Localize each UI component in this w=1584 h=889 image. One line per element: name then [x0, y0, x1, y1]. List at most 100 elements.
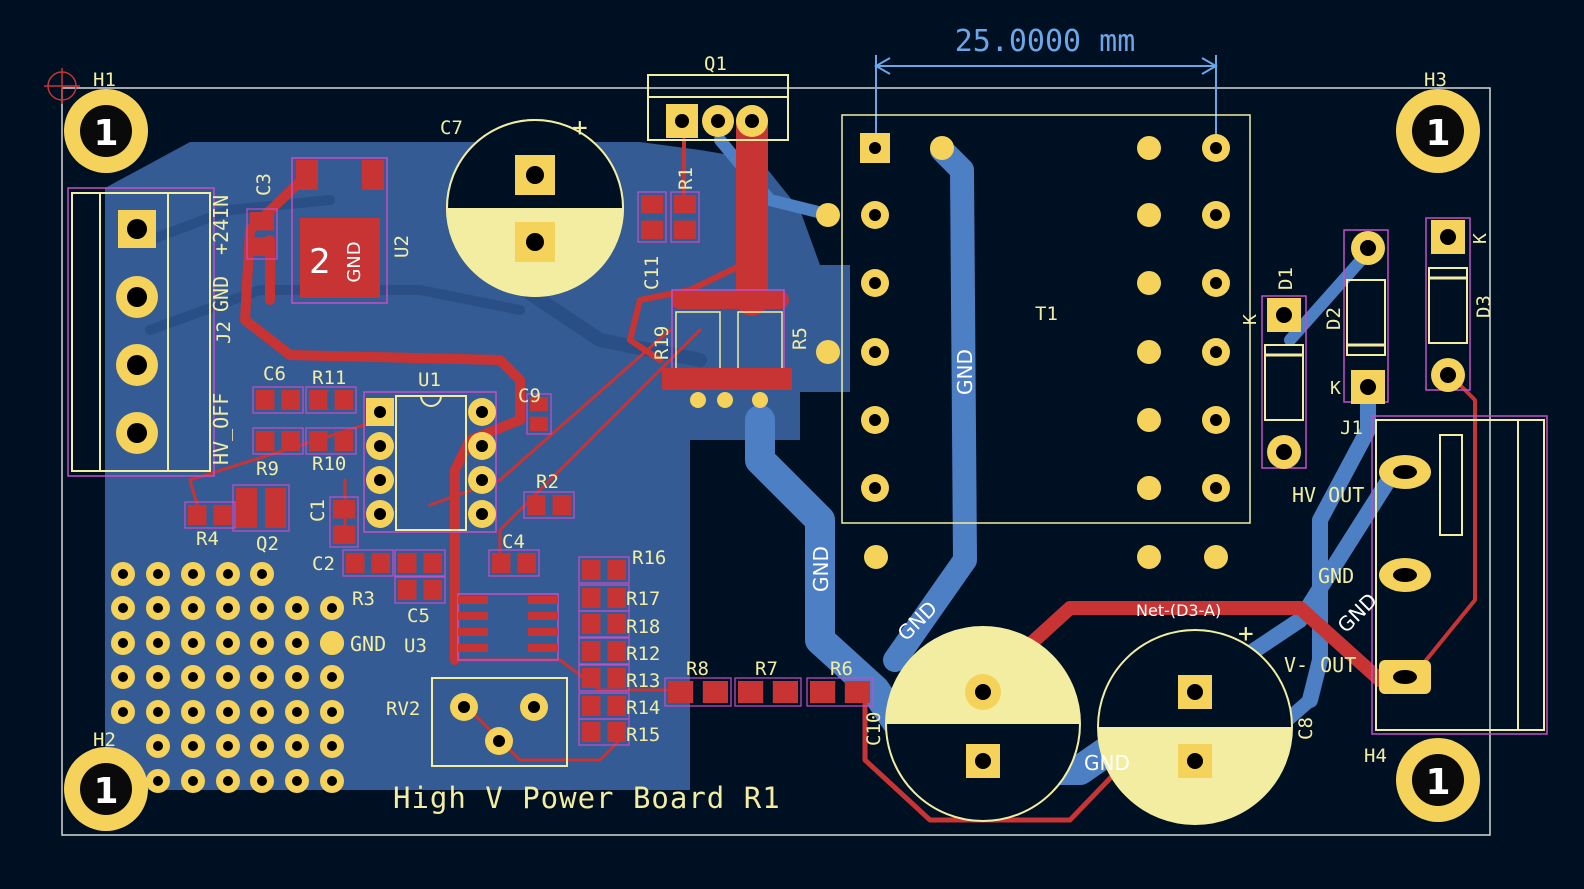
resistor-r6[interactable]: [806, 677, 874, 707]
proto-hole[interactable]: [111, 665, 135, 689]
resistor-r11[interactable]: [305, 386, 357, 414]
resistor-r1[interactable]: [670, 191, 700, 243]
resistor-r7[interactable]: [734, 677, 802, 707]
resistor-array-2[interactable]: [578, 584, 630, 612]
diode-d2[interactable]: [1343, 229, 1389, 404]
transformer-aux-pin[interactable]: [1137, 340, 1161, 364]
proto-hole[interactable]: [146, 734, 170, 758]
resistor-c3[interactable]: [246, 208, 278, 260]
proto-hole[interactable]: [146, 631, 170, 655]
capacitor-c10[interactable]: [885, 626, 1081, 822]
transformer-pin[interactable]: [1202, 134, 1230, 162]
proto-hole[interactable]: [216, 631, 240, 655]
capacitor-c7[interactable]: [446, 119, 624, 297]
ic-u3[interactable]: [457, 593, 559, 661]
transformer-aux-pin[interactable]: [1137, 408, 1161, 432]
resistor-array-1[interactable]: [578, 556, 630, 584]
proto-hole[interactable]: [146, 562, 170, 586]
proto-hole[interactable]: [216, 700, 240, 724]
proto-hole[interactable]: [216, 665, 240, 689]
resistor-r10[interactable]: [305, 427, 357, 455]
proto-hole[interactable]: [320, 734, 344, 758]
proto-hole[interactable]: [250, 596, 274, 620]
proto-hole[interactable]: [250, 769, 274, 793]
resistor-array-3[interactable]: [578, 610, 630, 638]
proto-hole[interactable]: [181, 562, 205, 586]
diode-d1[interactable]: [1261, 295, 1307, 469]
resistors-r19-r5[interactable]: [662, 289, 792, 408]
proto-hole[interactable]: [250, 665, 274, 689]
capacitor-c8[interactable]: [1097, 629, 1293, 825]
proto-hole[interactable]: [181, 769, 205, 793]
proto-hole[interactable]: [285, 596, 309, 620]
proto-hole[interactable]: [216, 769, 240, 793]
proto-hole[interactable]: [181, 631, 205, 655]
transformer-aux-pin[interactable]: [1137, 545, 1161, 569]
resistor-array-5[interactable]: [578, 664, 630, 692]
mount-hole-h4[interactable]: 1: [1396, 738, 1480, 822]
resistor-r8[interactable]: [664, 677, 732, 707]
proto-hole[interactable]: [285, 665, 309, 689]
transformer-pin[interactable]: [861, 406, 889, 434]
proto-hole[interactable]: [285, 631, 309, 655]
proto-hole[interactable]: [250, 562, 274, 586]
proto-hole[interactable]: [111, 631, 135, 655]
resistor-r9[interactable]: [252, 427, 304, 455]
transformer-pin[interactable]: [1202, 474, 1230, 502]
connector-j2[interactable]: [67, 187, 215, 477]
ic-u1[interactable]: [363, 391, 497, 533]
transformer-pin[interactable]: [1202, 338, 1230, 366]
proto-hole[interactable]: [285, 734, 309, 758]
transformer-pin[interactable]: [1202, 406, 1230, 434]
proto-hole[interactable]: [146, 596, 170, 620]
proto-hole[interactable]: [181, 596, 205, 620]
trimmer-rv2[interactable]: [431, 677, 568, 767]
proto-hole[interactable]: [216, 596, 240, 620]
proto-hole[interactable]: [285, 769, 309, 793]
connector-j1[interactable]: [1371, 415, 1548, 735]
transformer-pin[interactable]: [861, 474, 889, 502]
transformer-aux-pin[interactable]: [1204, 545, 1228, 569]
transformer-pin[interactable]: [861, 201, 889, 229]
resistor-array-4[interactable]: [578, 637, 630, 665]
transformer-aux-pin[interactable]: [864, 545, 888, 569]
transformer-aux-pin[interactable]: [1137, 203, 1161, 227]
transistor-q1[interactable]: [647, 74, 789, 141]
capacitor-c2[interactable]: [342, 549, 394, 577]
transformer-aux-pin[interactable]: [1137, 476, 1161, 500]
proto-hole[interactable]: [320, 596, 344, 620]
proto-hole[interactable]: [181, 665, 205, 689]
resistor-r4[interactable]: [184, 501, 236, 529]
proto-hole[interactable]: [216, 562, 240, 586]
transformer-pin[interactable]: [1202, 201, 1230, 229]
transformer-aux-pin[interactable]: [816, 340, 840, 364]
transformer-pin[interactable]: [861, 338, 889, 366]
mount-hole-h3[interactable]: 1: [1396, 89, 1480, 173]
transformer-aux-pin[interactable]: [816, 203, 840, 227]
proto-hole[interactable]: [181, 700, 205, 724]
capacitor-c1[interactable]: [329, 496, 359, 548]
capacitor-c5[interactable]: [394, 576, 446, 604]
resistor-array-7[interactable]: [578, 718, 630, 746]
proto-hole[interactable]: [111, 700, 135, 724]
transformer-pin[interactable]: [861, 269, 889, 297]
mount-hole-h1[interactable]: 1: [64, 89, 148, 173]
transformer-aux-pin[interactable]: [930, 136, 954, 160]
capacitor-c4[interactable]: [488, 549, 540, 577]
proto-hole[interactable]: [320, 700, 344, 724]
capacitor-c6[interactable]: [252, 386, 304, 414]
dimension-25mm[interactable]: [873, 55, 1219, 148]
proto-hole[interactable]: [146, 700, 170, 724]
proto-hole[interactable]: [146, 769, 170, 793]
proto-hole[interactable]: [216, 734, 240, 758]
proto-hole[interactable]: [111, 596, 135, 620]
proto-hole[interactable]: [320, 769, 344, 793]
resistor-array-6[interactable]: [578, 692, 630, 720]
proto-hole[interactable]: [181, 734, 205, 758]
transformer-pin[interactable]: [860, 133, 890, 163]
mount-hole-h2[interactable]: 1: [64, 747, 148, 831]
transformer-aux-pin[interactable]: [1137, 136, 1161, 160]
proto-hole[interactable]: [146, 665, 170, 689]
resistor-r2[interactable]: [523, 491, 575, 519]
